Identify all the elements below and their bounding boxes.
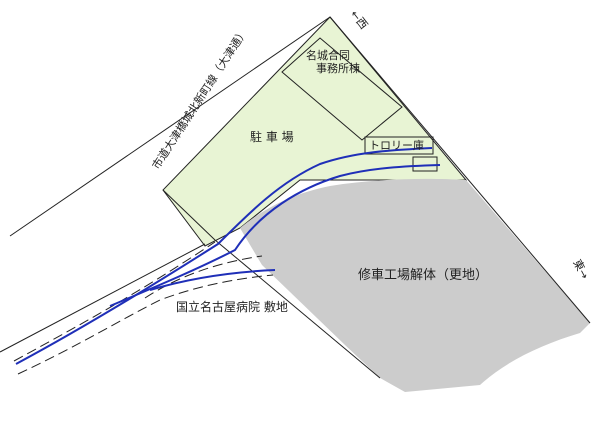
trolley-shed-label: トロリー庫 xyxy=(369,138,424,152)
demolition-area xyxy=(240,178,590,392)
east-direction-label: 東→ xyxy=(570,257,591,281)
office-label-line2: 事務所棟 xyxy=(316,61,360,75)
site-boundary-north xyxy=(329,16,591,324)
west-direction-label: ←西 xyxy=(348,8,371,32)
track-edge-dashed xyxy=(17,274,274,375)
site-boundary-west xyxy=(162,189,216,241)
small-structure xyxy=(412,156,438,172)
office-label-line1: 名城合同 xyxy=(306,48,350,62)
track-line xyxy=(149,269,276,291)
parking-label: 駐 車 場 xyxy=(250,129,294,144)
site-boundary-south xyxy=(214,239,381,379)
demolition-site-label: 修車工場解体（更地） xyxy=(358,268,488,283)
hospital-site-label: 国立名古屋病院 敷地 xyxy=(176,299,288,314)
trolley-shed xyxy=(364,136,434,155)
office-building xyxy=(281,37,403,141)
track-edge-dashed xyxy=(144,255,263,299)
site-boundary-road xyxy=(9,16,331,237)
track-line xyxy=(109,164,441,307)
track-line xyxy=(15,147,433,365)
track-edge-dashed xyxy=(13,241,216,362)
hospital-boundary xyxy=(0,243,206,353)
